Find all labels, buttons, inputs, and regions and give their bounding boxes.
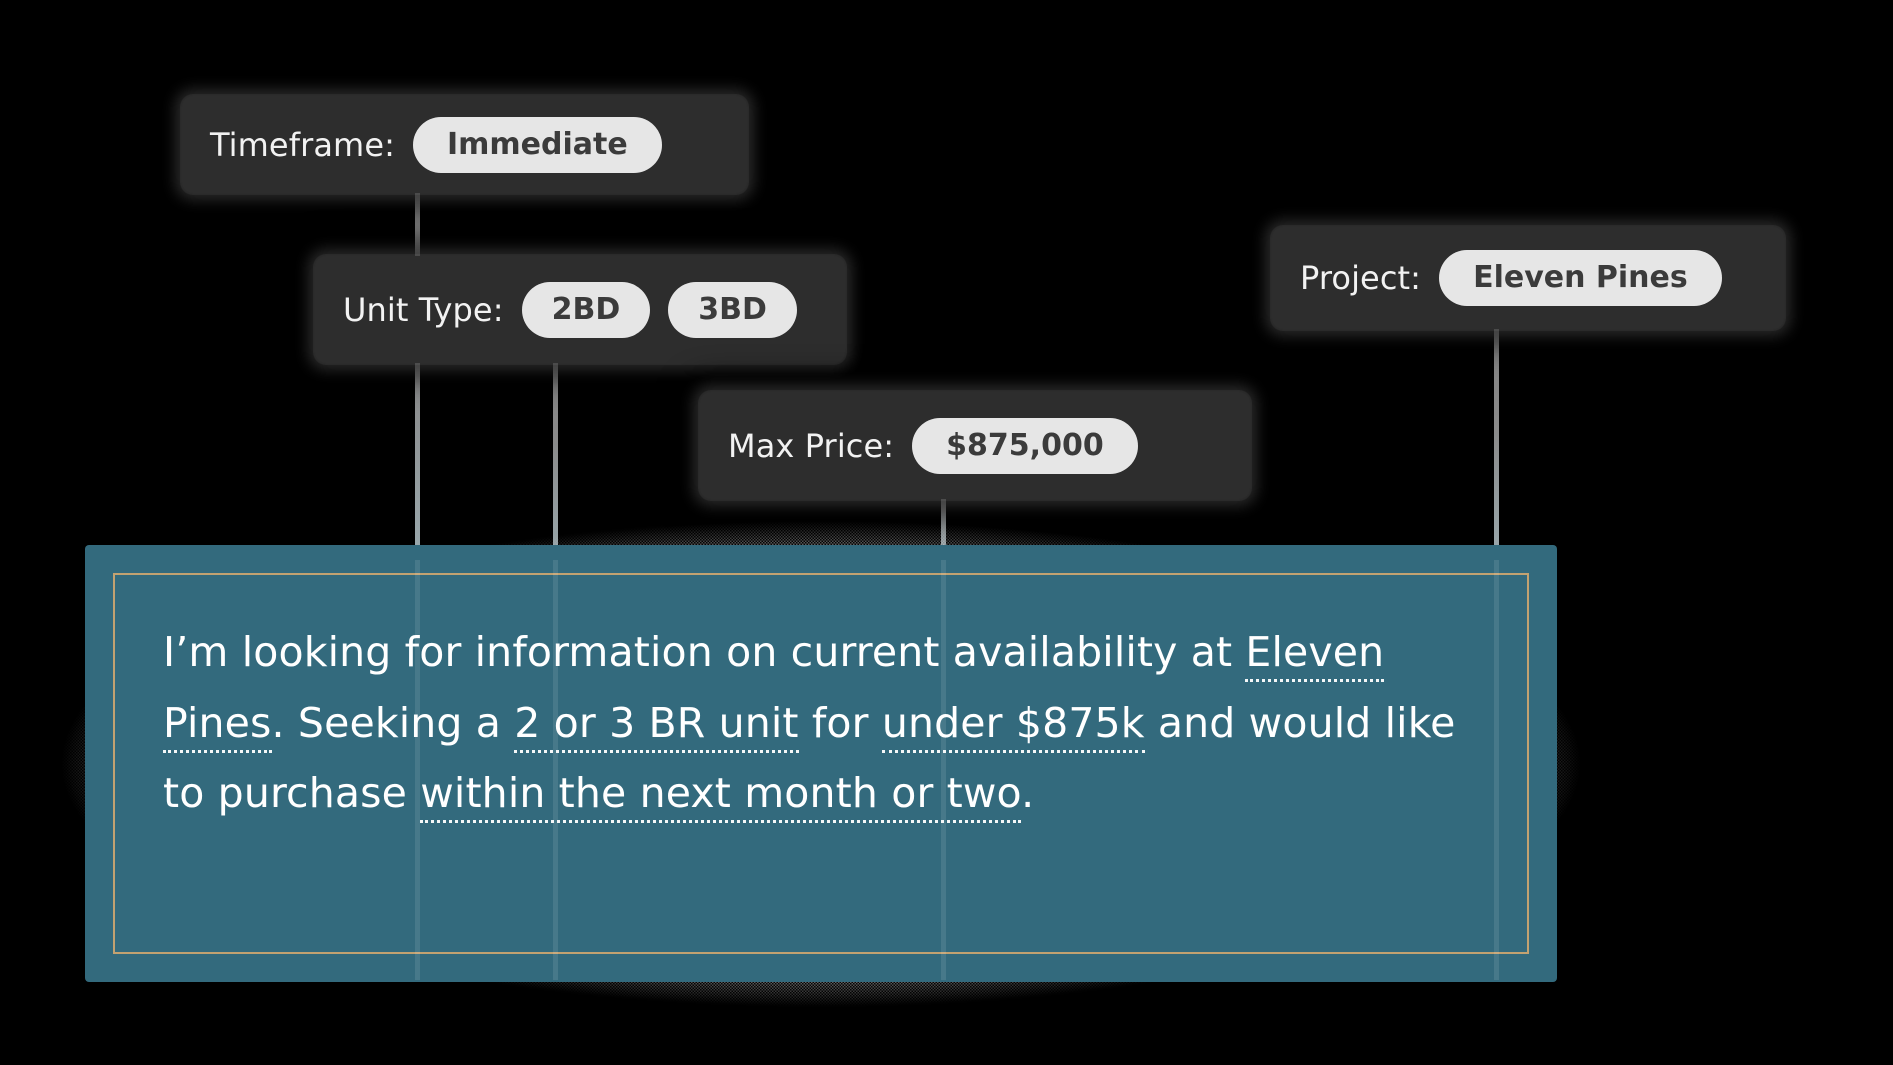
inquiry-message-text: I’m looking for information on current a… [163,617,1487,829]
message-segment-8: . [1021,769,1035,818]
panel-inner-gold-border [113,573,1529,954]
message-segment-6: and would like to purchase [163,698,1456,818]
inquiry-panel: I’m looking for information on current a… [57,517,1585,1010]
connector-line-max-price-inside-panel [941,560,946,980]
connector-line-timeframe-inside-panel [415,560,420,980]
callout-unit-type-value-3bd[interactable]: 3BD [668,281,797,338]
callout-unit-type-value-2bd[interactable]: 2BD [521,281,651,338]
message-segment-2: . Seeking a [271,698,515,747]
connector-line-unit-type [553,300,558,560]
callout-project-label: Project: [1300,259,1422,297]
panel-surface: I’m looking for information on current a… [85,545,1557,982]
connector-line-unit-type-inside-panel [553,560,558,980]
message-highlight-project: Eleven Pines [163,628,1385,753]
message-highlight-timeframe: within the next month or two [420,769,1022,824]
callout-timeframe[interactable]: Timeframe: Immediate [182,96,747,193]
callout-max-price-value[interactable]: $875,000 [912,417,1138,474]
message-highlight-unit-type: 2 or 3 BR unit [514,698,799,753]
connector-line-max-price [941,440,946,560]
callout-unit-type[interactable]: Unit Type: 2BD 3BD [315,256,845,363]
callout-project[interactable]: Project: Eleven Pines [1272,227,1784,329]
message-highlight-max-price: under $875k [881,698,1145,753]
message-segment-0: I’m looking for information on current a… [163,628,1246,676]
callout-project-value[interactable]: Eleven Pines [1439,250,1722,306]
connector-line-project-inside-panel [1494,560,1499,980]
message-segment-4: for [798,698,882,747]
callout-unit-type-label: Unit Type: [343,290,504,329]
callout-timeframe-value-immediate[interactable]: Immediate [412,116,662,173]
callout-max-price[interactable]: Max Price: $875,000 [700,392,1250,499]
callout-timeframe-label: Timeframe: [210,125,395,164]
connector-line-project [1494,275,1499,560]
callout-max-price-label: Max Price: [728,426,895,465]
